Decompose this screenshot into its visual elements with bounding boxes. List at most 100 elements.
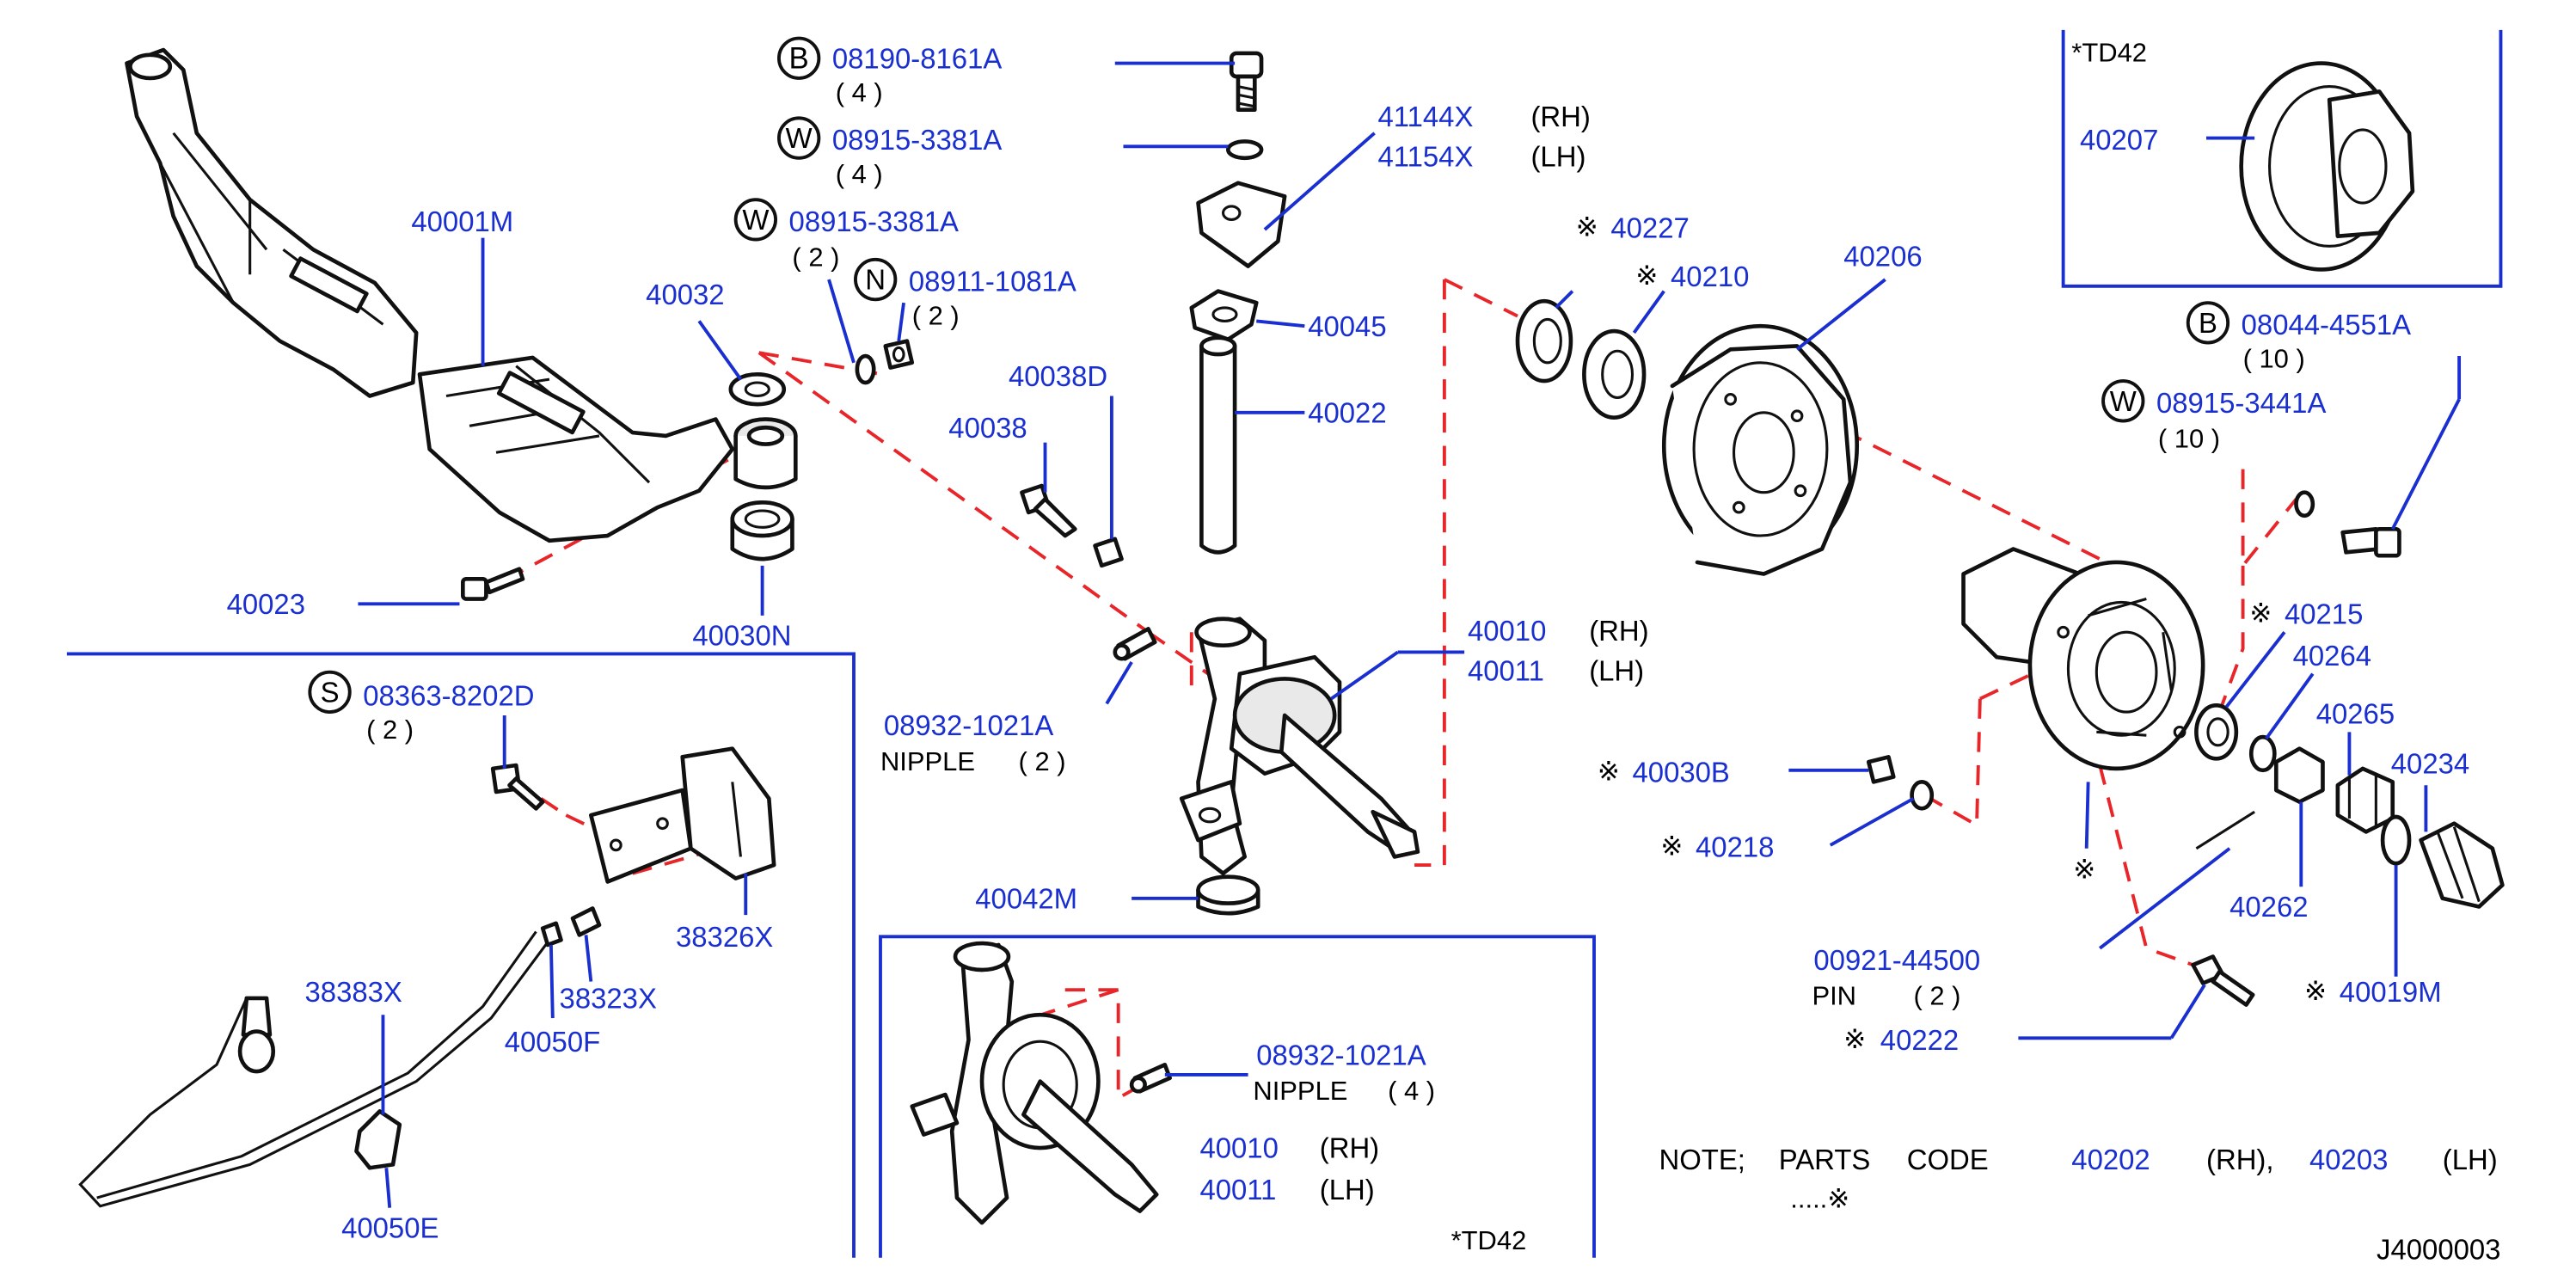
qty-08190-8161a: ( 4 ): [836, 77, 883, 107]
clamp-40050e: [354, 1109, 402, 1170]
shim-40032: [728, 372, 787, 407]
label-40227: 40227: [1610, 212, 1689, 244]
qty-08915-3381a-2: ( 2 ): [792, 242, 839, 273]
label-40045: 40045: [1308, 310, 1386, 342]
badge-w-hub-washer: [2101, 379, 2145, 423]
mark-40215: ※: [2249, 598, 2272, 629]
washer-08915-3441: [2294, 490, 2315, 518]
badge-b-hub-bolt: [2186, 301, 2230, 345]
label-40038: 40038: [948, 412, 1027, 444]
mark-40218: ※: [1660, 831, 1683, 861]
label-08932-1021a-1: 08932-1021A: [884, 709, 1053, 741]
badge-w-washer2-letter: W: [742, 204, 769, 236]
bolt-08190: [1229, 51, 1264, 113]
hub-assembly: [1961, 547, 2205, 771]
hose-38383x: [78, 930, 551, 1208]
label-40206: 40206: [1843, 241, 1922, 273]
badge-s-bolt-letter: S: [321, 676, 340, 708]
mark-40222: ※: [1843, 1024, 1866, 1054]
note-side-lh: (LH): [2443, 1144, 2498, 1175]
qty-nipple-2: ( 4 ): [1388, 1076, 1435, 1106]
nipple-1: [1113, 627, 1157, 661]
label-40207: 40207: [2080, 124, 2158, 156]
label-40234: 40234: [2391, 748, 2469, 780]
shim-40032-hole: [744, 381, 770, 398]
label-40262: 40262: [2229, 891, 2308, 923]
label-40038d: 40038D: [1009, 360, 1107, 392]
fitting-40050f: [540, 921, 563, 948]
label-08932-1021a-2: 08932-1021A: [1256, 1039, 1426, 1070]
note-code-lh: 40203: [2309, 1144, 2388, 1175]
washer-40218: [1910, 780, 1935, 811]
label-38326x: 38326X: [676, 921, 773, 953]
label-40030n: 40030N: [692, 620, 791, 652]
label-38383x: 38383X: [305, 976, 402, 1008]
label-40050e: 40050E: [341, 1212, 439, 1243]
nipple-2: [1129, 1062, 1172, 1094]
label-40264: 40264: [2293, 640, 2371, 672]
label-40218: 40218: [1696, 831, 1774, 862]
badge-w-washer2: [733, 198, 778, 242]
cap-40234: [2419, 821, 2505, 909]
kingpin-boss: [733, 417, 798, 490]
axle-beam: [125, 47, 735, 543]
knuckle-td42: [910, 941, 1159, 1225]
rotor-40207: [2239, 61, 2415, 272]
label-td42-bottom: *TD42: [1451, 1225, 1527, 1255]
mark-40030b: ※: [1598, 756, 1620, 786]
label-40022: 40022: [1308, 396, 1386, 428]
label-08915-3381a-1: 08915-3381A: [832, 124, 1002, 156]
frame-td42-knuckle: [879, 935, 1596, 1258]
cap-40045-hole: [1211, 306, 1238, 322]
mark-40210: ※: [1635, 261, 1658, 291]
washer-08915-1: [1226, 139, 1264, 161]
label-41144x: 41144X: [1377, 101, 1473, 132]
nut-40038d: [1093, 537, 1124, 568]
label-40210: 40210: [1671, 261, 1749, 292]
label-40001m: 40001M: [411, 206, 513, 237]
bracket-38326x: [588, 746, 776, 884]
bolt-40038: [1020, 483, 1077, 538]
bolt-08044: [2340, 526, 2401, 558]
mark-hub: ※: [2073, 855, 2095, 885]
badge-n-nut: [854, 257, 898, 302]
seal-40227: [1515, 298, 1573, 383]
label-00921-44500: 00921-44500: [1813, 944, 1980, 976]
label-40030b: 40030B: [1633, 756, 1730, 788]
label-40215: 40215: [2285, 598, 2363, 630]
badge-b-bolt-letter: B: [789, 41, 809, 75]
badge-w-hub-washer-letter: W: [2110, 385, 2137, 417]
label-08190-8161a: 08190-8161A: [832, 42, 1002, 74]
frame-lower-left: [66, 652, 856, 1258]
side-41144x: (RH): [1530, 101, 1590, 132]
qty-08915-3441a: ( 10 ): [2158, 423, 2220, 453]
washer-08915-2: [855, 353, 876, 385]
badge-s-bolt: [308, 670, 352, 715]
plate-41144x: [1196, 181, 1287, 268]
nut-08911: [883, 339, 915, 370]
qty-08363-8202d: ( 2 ): [366, 715, 414, 745]
diagram-id: J4000003: [2377, 1234, 2500, 1266]
cap-40045: [1189, 289, 1259, 342]
badge-b-bolt: [777, 36, 821, 80]
drum-40206: [1661, 323, 1860, 576]
plate-41144x-hole: [1221, 205, 1242, 221]
label-40222: 40222: [1880, 1024, 1959, 1056]
frame-td42-rotor: [2061, 29, 2503, 288]
label-08915-3441a: 08915-3441A: [2156, 387, 2326, 419]
bearing-40215: [2194, 703, 2239, 761]
mark-40019m: ※: [2304, 976, 2327, 1006]
name-pin: PIN: [1812, 981, 1856, 1011]
bolt-40222: [2191, 954, 2255, 1007]
bearing-40210: [1582, 328, 1647, 420]
seal-40042m-top: [1196, 874, 1260, 905]
label-40010-b: 40010: [1199, 1132, 1278, 1164]
label-08911-1081a: 08911-1081A: [909, 266, 1076, 298]
bolt-08363: [490, 763, 545, 811]
bolt-40023: [461, 567, 525, 601]
knuckle-main: [1179, 617, 1420, 876]
note-code-rh: 40202: [2071, 1144, 2150, 1175]
note-code: CODE: [1907, 1144, 1989, 1175]
fitting-38323x: [570, 906, 602, 937]
labels: B 08190-8161A ( 4 ) W 08915-3381A ( 4 ) …: [227, 36, 2500, 1266]
